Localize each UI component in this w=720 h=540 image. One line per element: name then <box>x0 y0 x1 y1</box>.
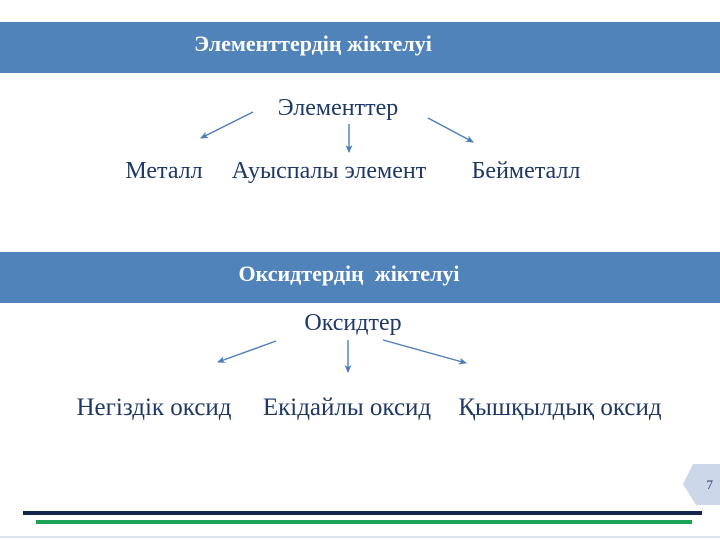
node-basic-oxide: Негіздік оксид <box>76 394 232 421</box>
page-number-badge: 7 <box>683 464 720 505</box>
node-amphoteric-oxide: Екідайлы оксид <box>262 394 432 421</box>
section-2-title: Оксидтердің жіктелуі <box>238 261 460 286</box>
section-1-title: Элементтердің жіктелуі <box>194 31 432 56</box>
page-number: 7 <box>706 477 714 492</box>
node-acidic-oxide: Қышқылдық оксид <box>458 394 662 421</box>
section-2-root-node: Оксидтер <box>304 310 402 336</box>
node-metal: Металл <box>125 158 203 184</box>
footer-light-divider <box>0 536 720 538</box>
arrow-left-down-icon <box>200 111 254 139</box>
arrow-right-down-icon <box>382 339 467 365</box>
section-2-title-bar: Оксидтердің жіктелуі <box>0 252 720 303</box>
footer-navy-divider <box>23 511 702 515</box>
arrow-left-down-icon <box>217 340 277 363</box>
section-1-title-bar: Элементтердің жіктелуі <box>0 22 720 73</box>
node-nonmetal: Бейметалл <box>471 158 581 184</box>
section-1-root-node: Элементтер <box>277 95 399 121</box>
footer-green-divider <box>36 520 692 524</box>
node-transition-element: Ауыспалы элемент <box>231 158 427 184</box>
arrow-right-down-icon <box>427 117 474 143</box>
